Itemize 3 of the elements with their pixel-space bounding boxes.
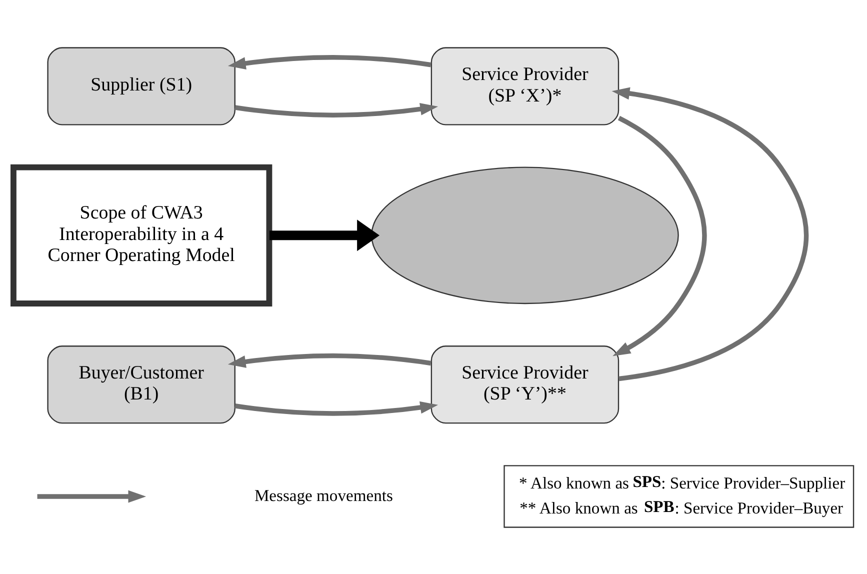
label: * Also known as SPS: Service Provider–Supplier (519, 472, 846, 492)
label: ** Also known as SPB: Service Provider–Buyer (520, 496, 844, 517)
legend-label: Message movements (254, 485, 393, 504)
